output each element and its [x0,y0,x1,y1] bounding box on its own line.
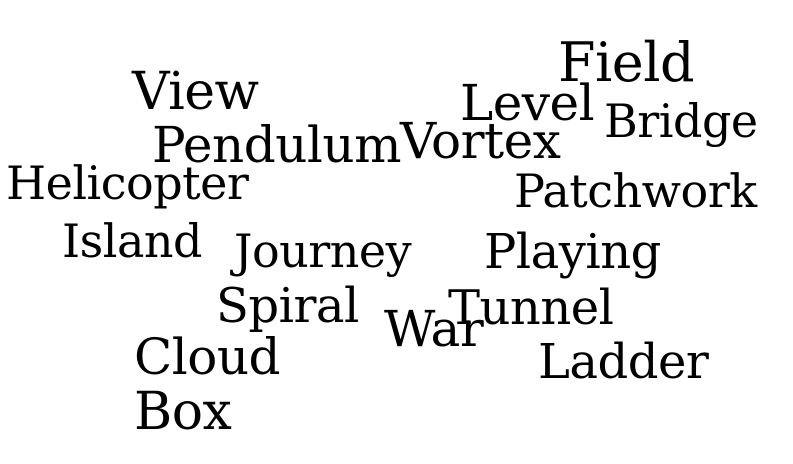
word-vortex: Vortex [400,112,561,170]
word-bridge: Bridge [604,94,758,148]
word-tunnel: Tunnel [448,280,614,336]
word-war: War [384,300,484,358]
word-journey: Journey [234,224,412,278]
word-ladder: Ladder [538,334,709,390]
word-box: Box [134,382,232,442]
word-level: Level [460,74,595,132]
word-cloud: Cloud [134,328,281,386]
word-pendulum: Pendulum [152,116,402,174]
word-playing: Playing [484,224,661,280]
word-patchwork: Patchwork [514,164,757,218]
word-island: Island [62,214,203,268]
word-field: Field [558,31,695,94]
word-view: View [132,62,259,122]
word-helicopter: Helicopter [6,156,249,210]
word-spiral: Spiral [216,278,359,334]
